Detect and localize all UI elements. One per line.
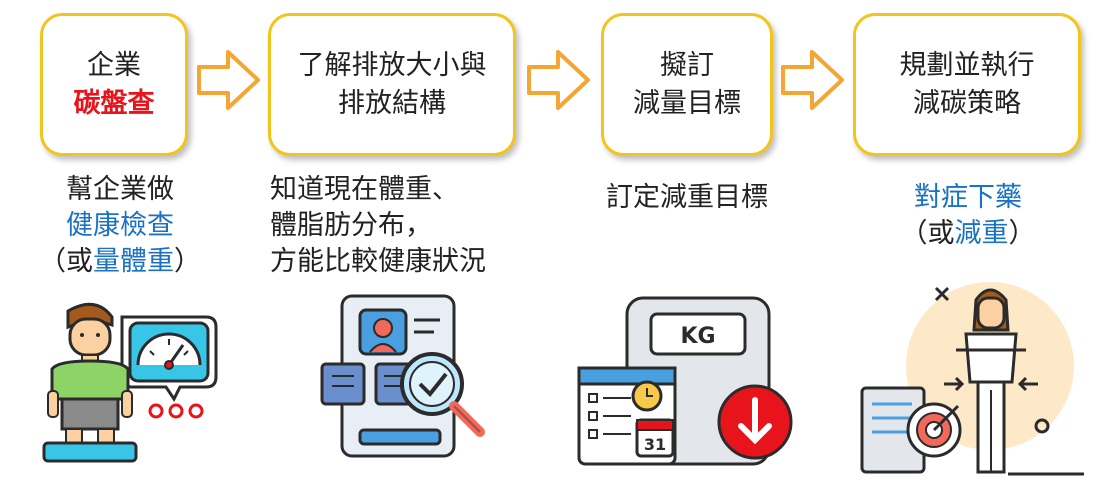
arrow-right-icon-3 (781, 50, 844, 110)
step-4-line2: 減碳策略 (913, 87, 1021, 119)
step-3-line2: 減量目標 (633, 87, 741, 119)
desc-4-line2: （或減重） (868, 216, 1068, 252)
arrow-right-icon-2 (527, 50, 590, 110)
weight-target-icon: KG 31 (577, 296, 793, 466)
desc-4-close: ） (1008, 218, 1036, 249)
desc-4: 對症下藥 （或減重） (868, 180, 1068, 252)
desc-1-line1: 幫企業做 (66, 174, 174, 205)
desc-3-line1: 訂定減重目標 (606, 182, 768, 213)
desc-1-line3: （或量體重） (22, 244, 218, 280)
person-target-icon (860, 282, 1084, 476)
step-1-line2: 碳盤查 (73, 87, 155, 119)
desc-2-line2: 體脂肪分布， (270, 210, 432, 241)
person-weighing-icon (42, 302, 218, 463)
desc-4-highlight: 減重 (954, 218, 1009, 249)
desc-1: 幫企業做 健康檢查 （或量體重） (22, 172, 218, 280)
desc-2-line3: 方能比較健康狀況 (270, 246, 486, 277)
step-1-line1: 企業 (87, 49, 141, 81)
step-1-box: 企業 碳盤查 (40, 13, 188, 156)
scale-label: KG (680, 324, 715, 349)
desc-1-highlight: 量體重 (93, 246, 174, 277)
calendar-date: 31 (644, 435, 666, 454)
desc-2: 知道現在體重、 體脂肪分布， 方能比較健康狀況 (270, 172, 530, 280)
desc-4-line1: 對症下藥 (914, 182, 1022, 213)
document-magnifier-icon (320, 294, 485, 458)
step-4-line1: 規劃並執行 (899, 49, 1035, 81)
step-2-box: 了解排放大小與 排放結構 (268, 13, 516, 156)
desc-2-line1: 知道現在體重、 (270, 174, 459, 205)
step-2-line2: 排放結構 (338, 87, 446, 119)
desc-4-open: （或 (900, 218, 955, 249)
step-2-line1: 了解排放大小與 (297, 49, 487, 81)
arrow-right-icon-1 (197, 50, 260, 110)
desc-1-line2: 健康檢查 (66, 210, 174, 241)
step-3-line1: 擬訂 (660, 49, 714, 81)
desc-1-open: （或 (39, 246, 93, 277)
step-4-box: 規劃並執行 減碳策略 (853, 13, 1081, 156)
desc-3: 訂定減重目標 (580, 180, 794, 216)
step-3-box: 擬訂 減量目標 (601, 13, 773, 156)
desc-1-close: ） (174, 246, 201, 277)
